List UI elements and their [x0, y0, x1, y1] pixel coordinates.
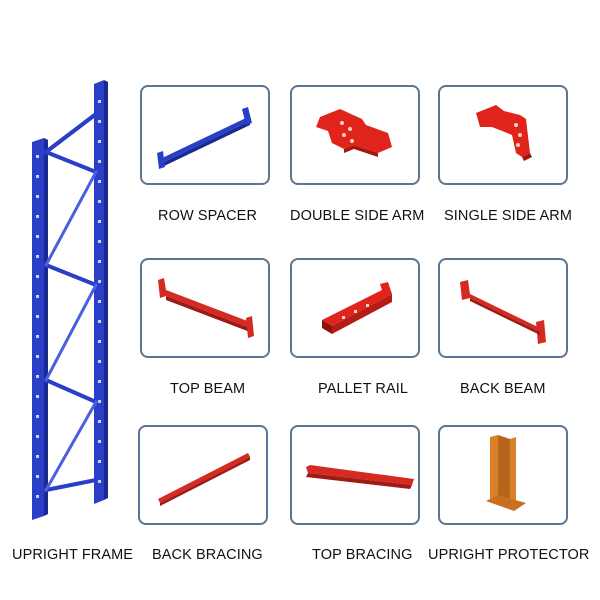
pallet-rail-image: [322, 282, 392, 334]
label-back-bracing: BACK BRACING: [152, 547, 263, 563]
upright-protector-tile[interactable]: [438, 425, 568, 525]
label-top-bracing: TOP BRACING: [312, 547, 413, 563]
top-bracing-image: [306, 465, 414, 489]
top-beam-tile[interactable]: [140, 258, 270, 358]
label-back-beam: BACK BEAM: [460, 381, 546, 397]
label-row-spacer: ROW SPACER: [158, 208, 258, 224]
row-spacer-tile[interactable]: [140, 85, 270, 185]
row-spacer-image: [157, 107, 252, 169]
upright-frame-image: [32, 80, 108, 520]
double-side-arm-image: [316, 109, 392, 157]
single-side-arm-tile[interactable]: [438, 85, 568, 185]
back-bracing-tile[interactable]: [138, 425, 268, 525]
single-side-arm-image: [476, 105, 532, 161]
back-beam-tile[interactable]: [438, 258, 568, 358]
pallet-rail-tile[interactable]: [290, 258, 420, 358]
top-beam-image: [158, 278, 254, 338]
top-bracing-tile[interactable]: [290, 425, 420, 525]
label-upright-protector: UPRIGHT PROTECTOR: [428, 547, 590, 563]
label-single-side-arm: SINGLE SIDE ARM: [444, 208, 573, 224]
back-beam-image: [460, 280, 546, 344]
label-double-side-arm: DOUBLE SIDE ARM: [290, 208, 425, 224]
back-bracing-image: [158, 453, 250, 506]
label-pallet-rail: PALLET RAIL: [318, 381, 409, 397]
upright-protector-image: [486, 435, 526, 511]
double-side-arm-tile[interactable]: [290, 85, 420, 185]
label-top-beam: TOP BEAM: [170, 381, 246, 397]
label-upright-frame: UPRIGHT FRAME: [12, 547, 134, 563]
